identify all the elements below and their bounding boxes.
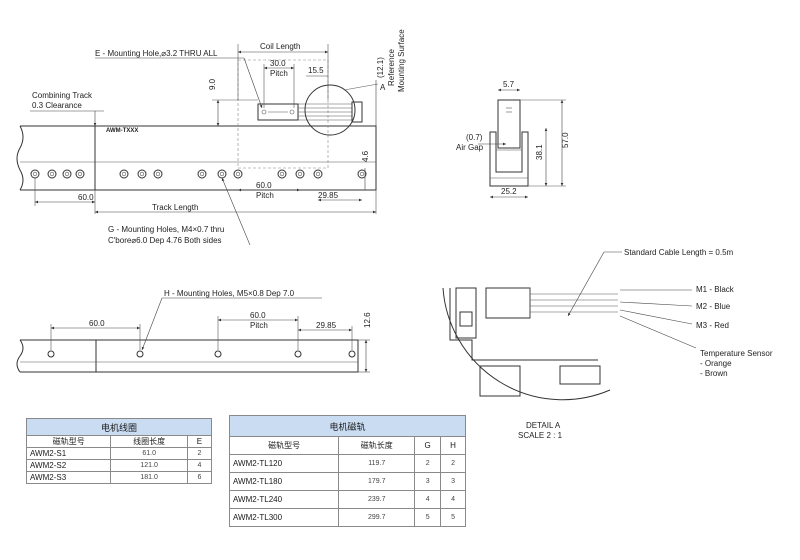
reference-surface-line-2: Mounting Surface [397,29,406,92]
track-header-g: G [414,436,442,455]
cell-model: AWM2-TL120 [228,454,340,473]
end-view: 5.7 (0.7) Air Gap 38.1 57.0 25.2 [456,80,570,199]
coil-table-title: 电机线圈 [26,418,212,436]
cell-length: 121.0 [110,459,188,472]
track-header-length: 磁轨长度 [338,436,416,455]
dim-60-pitch-word: Pitch [256,191,274,200]
cell-model: AWM2-TL240 [228,490,340,509]
coil-header-e: E [186,435,213,448]
side-dim-60-left: 60.0 [89,319,105,328]
cell-g: 4 [414,490,442,509]
wire-m2: M2 - Blue [696,302,731,311]
air-gap-label: Air Gap [456,143,484,152]
dim-9-0: 9.0 [208,78,217,90]
side-dim-29-85: 29.85 [316,321,337,330]
cell-length: 239.7 [338,490,416,509]
dim-38-1: 38.1 [535,144,544,160]
coil-table: 电机线圈 磁轨型号 线圈长度 E AWM2-S1 61.0 2 AWM2-S2 … [25,418,213,484]
cell-h: 4 [440,490,466,509]
dim-25-2: 25.2 [501,187,517,196]
dim-60-pitch: 60.0 [256,181,272,190]
table-row: AWM2-S2 121.0 4 [25,459,213,472]
cell-model: AWM2-TL180 [228,472,340,491]
mounting-holes-h-label: H - Mounting Holes, M5×0.8 Dep 7.0 [164,289,295,298]
top-view: AWM-TXXX A [16,29,406,246]
cell-length: 299.7 [338,508,416,527]
dim-60-left: 60.0 [78,193,94,202]
combining-track-line-2: 0.3 Clearance [32,101,82,110]
cell-h: 2 [440,454,466,473]
air-gap-value: (0.7) [466,133,483,142]
detail-a: Standard Cable Length = 0.5m M1 - Black … [442,248,773,440]
coil-header-length: 线圈长度 [110,435,188,448]
dim-5-7: 5.7 [503,80,515,89]
cell-g: 5 [414,508,442,527]
pitch-30-word: Pitch [270,69,288,78]
track-holes [30,169,367,179]
wire-m1: M1 - Black [696,285,735,294]
detail-a-scale: SCALE 2 : 1 [518,431,563,440]
table-row: AWM2-TL180 179.7 3 3 [228,472,466,491]
cell-length: 179.7 [338,472,416,491]
track-table: 电机磁轨 磁轨型号 磁轨长度 G H AWM2-TL120 119.7 2 2 … [228,415,466,527]
cell-length: 119.7 [338,454,416,473]
table-row: AWM2-S1 61.0 2 [25,447,213,460]
dim-15-5: 15.5 [308,66,324,75]
dim-29-85: 29.85 [318,191,339,200]
track-model-label: AWM-TXXX [106,128,138,134]
cell-model: AWM2-S1 [25,447,112,460]
mounting-holes-g-line-1: G - Mounting Holes, M4×0.7 thru [108,225,224,234]
wire-m3: M3 - Red [696,321,729,330]
cell-model: AWM2-S3 [25,471,112,484]
temp-sensor-brown: - Brown [700,369,728,378]
cell-length: 61.0 [110,447,188,460]
cell-g: 3 [414,472,442,491]
side-dim-12-6: 12.6 [363,312,372,328]
mounting-hole-e-label: E - Mounting Hole,⌀3.2 THRU ALL [95,49,218,58]
table-row: AWM2-TL300 299.7 5 5 [228,508,466,527]
track-length-label: Track Length [152,203,198,212]
cell-model: AWM2-S2 [25,459,112,472]
table-row: AWM2-TL120 119.7 2 2 [228,454,466,473]
dim-57-0: 57.0 [561,132,570,148]
track-header-h: H [440,436,466,455]
cell-h: 5 [440,508,466,527]
dim-12-1: (12.1) [376,57,385,78]
detail-a-title: DETAIL A [526,421,561,430]
cell-model: AWM2-TL300 [228,508,340,527]
temp-sensor-label: Temperature Sensor [700,349,773,358]
reference-surface-line-1: Reference [387,49,396,86]
pitch-30-value: 30.0 [270,59,286,68]
cell-e: 4 [186,459,213,472]
cell-g: 2 [414,454,442,473]
coil-header-model: 磁轨型号 [25,435,112,448]
combining-track-line-1: Combining Track [32,91,93,100]
table-row: AWM2-S3 181.0 6 [25,471,213,484]
cell-e: 6 [186,471,213,484]
detail-a-marker: A [380,83,386,92]
table-row: AWM2-TL240 239.7 4 4 [228,490,466,509]
cell-length: 181.0 [110,471,188,484]
side-dim-60-pitch: 60.0 [250,311,266,320]
mounting-holes-g-line-2: C'bore⌀6.0 Dep 4.76 Both sides [108,236,222,245]
track-table-title: 电机磁轨 [229,415,466,437]
cell-h: 3 [440,472,466,491]
cable-length-label: Standard Cable Length = 0.5m [624,248,734,257]
side-view: H - Mounting Holes, M5×0.8 Dep 7.0 60.0 … [16,289,372,373]
temp-sensor-orange: - Orange [700,359,732,368]
dim-4-6: 4.6 [361,150,370,162]
side-pitch-word: Pitch [250,321,268,330]
coil-length-label: Coil Length [260,42,300,51]
cell-e: 2 [186,447,213,460]
track-header-model: 磁轨型号 [228,436,340,455]
